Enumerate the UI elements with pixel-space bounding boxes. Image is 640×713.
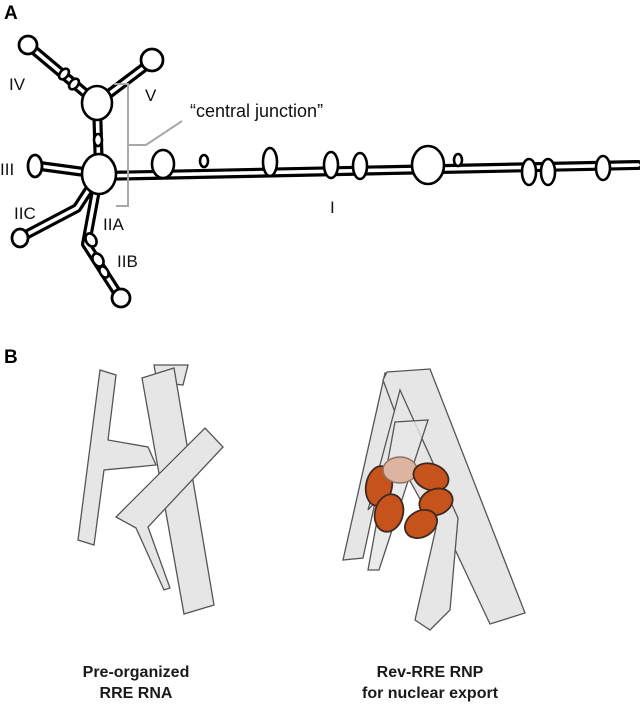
stem-i-loop: [322, 150, 340, 180]
pre-organized-rre-model: [77, 364, 224, 615]
stem-i-loop: [150, 148, 176, 180]
caption-right-line-1: Rev-RRE RNP: [377, 664, 484, 681]
central-junction-bracket: [114, 83, 183, 207]
caption-right-line-2: for nuclear export: [362, 685, 499, 702]
rre-crossing-arm: [114, 427, 224, 591]
stem-iib-bulge: [84, 232, 98, 248]
rna-secondary-structure: [10, 34, 640, 309]
stem-iic-hairpin-loop: [10, 227, 30, 249]
label-iic: IIC: [14, 204, 36, 223]
bracket-line: [114, 83, 129, 207]
central-junction-loop: [80, 152, 118, 196]
stem-iib-hairpin-loop: [110, 287, 132, 309]
junction-stem-bulge: [92, 132, 104, 148]
stem-i-loop: [261, 146, 279, 178]
label-iii: III: [0, 160, 14, 179]
label-i: I: [330, 198, 335, 217]
rre-left-leg: [77, 369, 157, 546]
upper-junction-loop: [80, 84, 114, 122]
stem-i-bulge: [198, 153, 210, 169]
label-iv: IV: [9, 75, 26, 94]
stem-iib-bulge: [98, 265, 110, 279]
caption-left-line-2: RRE RNA: [100, 685, 173, 702]
stem-iv-bulge: [67, 77, 81, 91]
callout-leader: [128, 120, 183, 146]
stem-i-bulge: [452, 152, 464, 168]
label-v: V: [145, 86, 157, 105]
rev-rre-rnp-model: [342, 368, 526, 631]
rev-protein-subunit: [418, 487, 454, 517]
central-junction-callout: “central junction”: [190, 101, 323, 121]
label-iib: IIB: [117, 252, 138, 271]
label-iia: IIA: [103, 215, 124, 234]
stem-i-loop: [539, 157, 557, 187]
stem-i-loop: [351, 151, 369, 181]
stem-iii-hairpin-loop: [26, 153, 44, 179]
stem-v-hairpin-loop: [139, 47, 165, 73]
rev-protein-subunit: [404, 508, 438, 540]
rev-protein-subunit: [382, 456, 418, 484]
stem-i-loop: [594, 154, 612, 182]
panel-a: A: [0, 3, 640, 309]
stem-iv-bulge: [57, 67, 71, 81]
stem-i-loop: [410, 144, 446, 186]
panel-a-letter: A: [4, 3, 18, 24]
stem-iv-hairpin-loop: [17, 34, 39, 56]
panel-b-letter: B: [4, 347, 18, 368]
rev-protein-subunit: [373, 493, 405, 533]
panel-b: B Pre-organized RRE RNA Rev-RRE RNP for: [4, 347, 526, 702]
caption-left-line-1: Pre-organized: [83, 664, 190, 681]
rev-protein-subunit: [412, 462, 450, 492]
stem-i-loop: [520, 157, 538, 187]
